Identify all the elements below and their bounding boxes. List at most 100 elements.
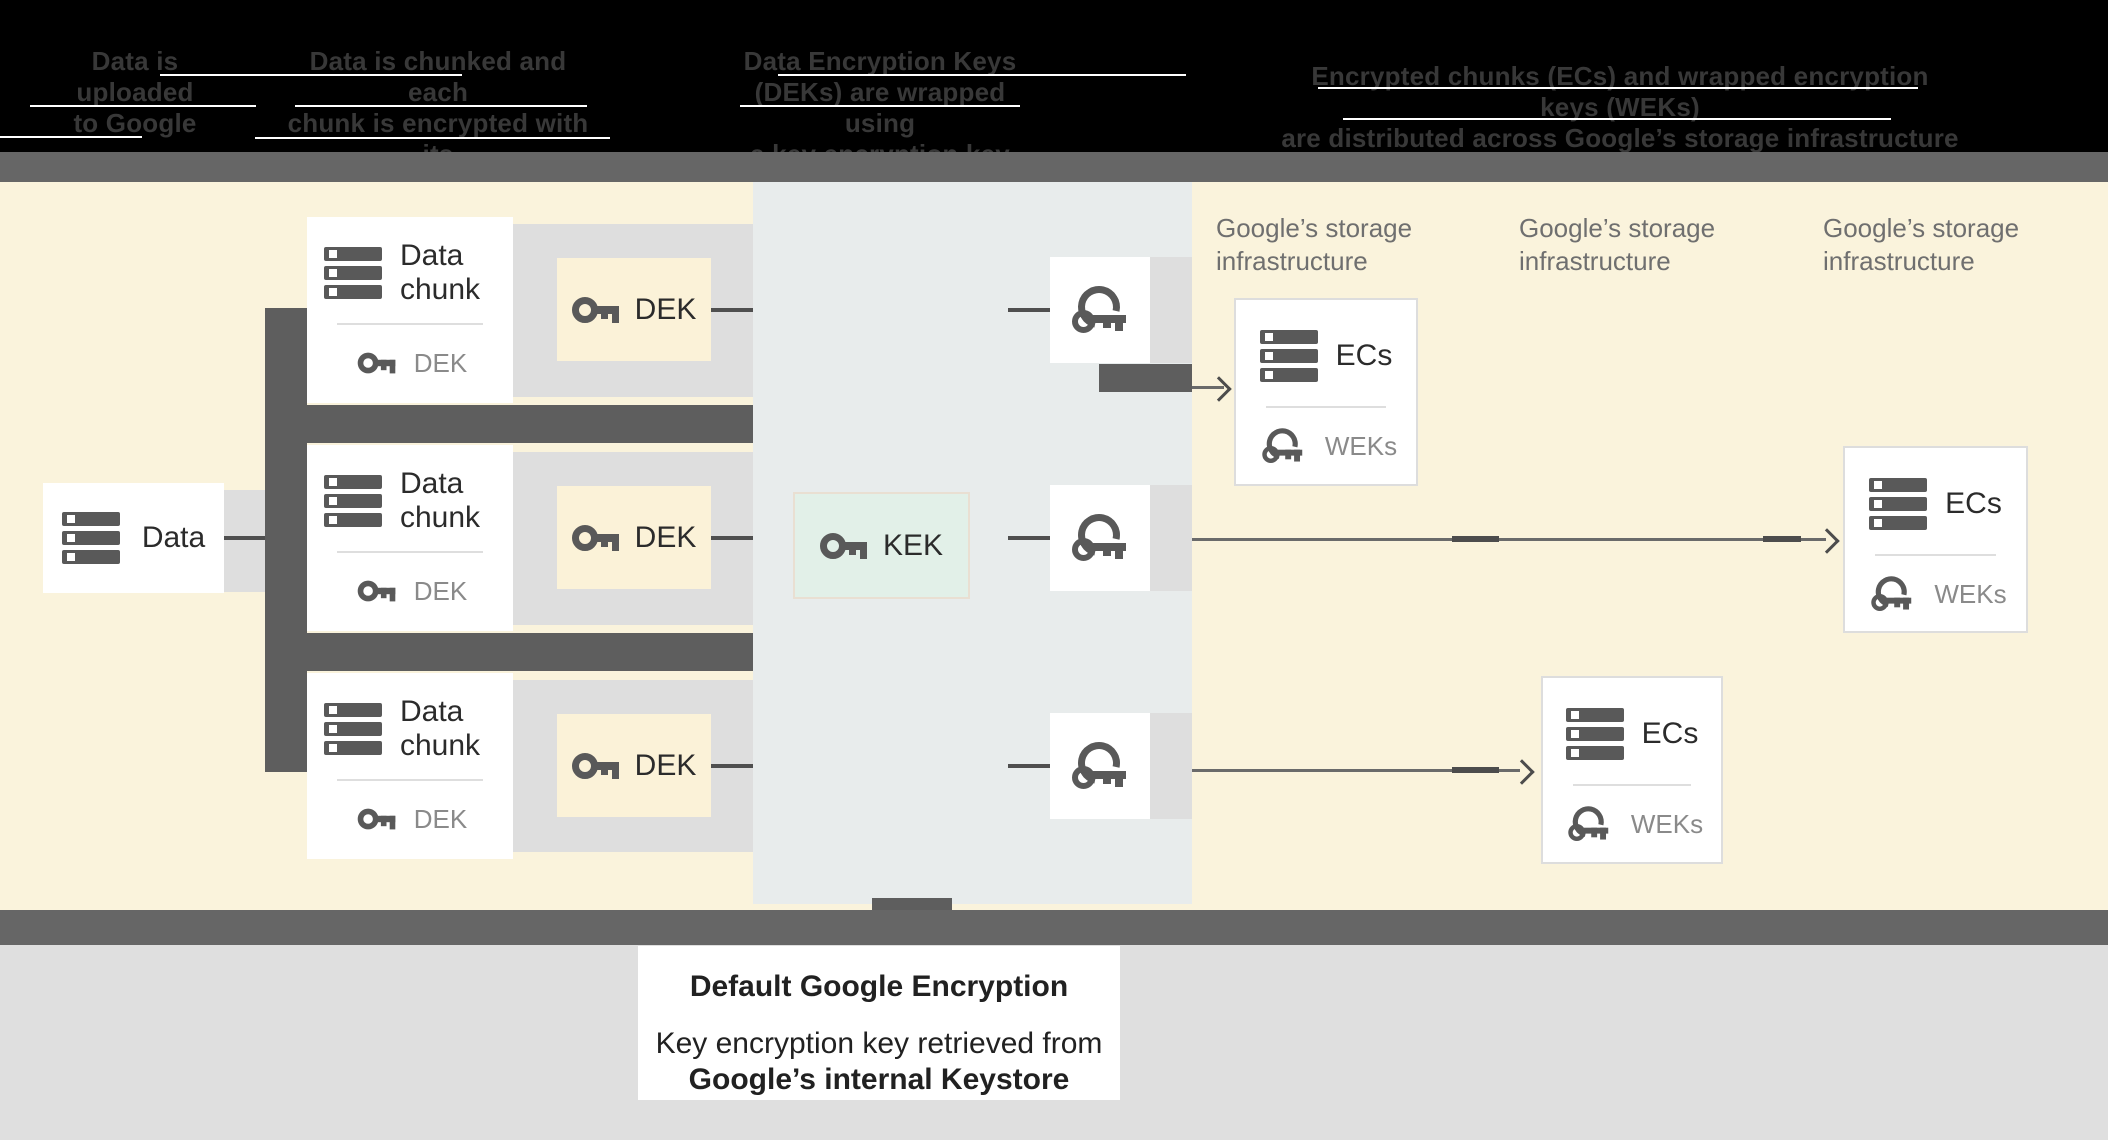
key-icon xyxy=(571,752,619,779)
storage-icon xyxy=(324,703,382,755)
chunk-dek-label: DEK xyxy=(413,347,468,378)
wrapped-key-icon xyxy=(1870,570,1914,614)
ecs-box-3: ECs WEKs xyxy=(1541,676,1723,864)
ecs-label: ECs xyxy=(1641,717,1699,750)
keybox-tail-1 xyxy=(1150,257,1192,363)
data-box-label: Data xyxy=(141,521,206,554)
storage-infrastructure-label-2: Google’s storage infrastructure xyxy=(1519,213,1716,276)
data-chunk-box-3: Data chunk DEK xyxy=(307,673,513,859)
wrapped-key-icon xyxy=(1070,734,1128,792)
divider xyxy=(337,551,483,553)
arrow-dash xyxy=(1763,536,1801,542)
arrow-dash xyxy=(1452,767,1499,773)
key-icon xyxy=(357,352,396,374)
connector-data-trunk xyxy=(224,536,265,540)
glitch-line xyxy=(255,137,610,139)
key-icon xyxy=(571,524,619,551)
chunk-title: Data chunk xyxy=(400,695,481,762)
separator-bar-top xyxy=(0,152,2108,182)
wrapped-key-icon xyxy=(1070,278,1128,336)
glitch-line xyxy=(295,105,587,107)
header-step-2-line: chunk is encrypted with its xyxy=(287,108,589,169)
glitch-line xyxy=(740,105,1020,107)
kek-box-label: KEK xyxy=(882,528,944,562)
header-step-4: Encrypted chunks (ECs) and wrapped encry… xyxy=(1280,61,1960,154)
weks-label: WEKs xyxy=(1934,578,2007,609)
kek-keystore-notch xyxy=(872,898,952,910)
ecs-box-2: ECs WEKs xyxy=(1843,446,2028,633)
connector-dek-panel-2 xyxy=(711,536,753,540)
glitch-line xyxy=(1343,118,1891,120)
arrowhead-icon xyxy=(1814,528,1840,554)
wrapped-key-icon xyxy=(1566,800,1610,844)
glitch-line xyxy=(30,105,256,107)
arrow-line-1 xyxy=(1192,386,1224,389)
dek-box-label: DEK xyxy=(634,520,697,554)
glitch-line xyxy=(160,74,462,76)
diagram-canvas: Data Data chunk DEK Data chunk DEK xyxy=(0,182,2108,910)
header-step-3-line: (DEKs) are wrapped using xyxy=(754,77,1006,138)
divider xyxy=(337,323,483,325)
data-chunk-box-1: Data chunk DEK xyxy=(307,217,513,403)
key-icon xyxy=(819,532,867,559)
wrap-key-box-1 xyxy=(1050,257,1150,363)
ecs-label: ECs xyxy=(1945,487,2002,520)
chunk-title: Data chunk xyxy=(400,467,481,534)
dek-box-3: DEK xyxy=(557,714,711,817)
header-step-4-line: Encrypted chunks (ECs) and wrapped encry… xyxy=(1311,61,1929,122)
caption-line-2: Google’s internal Keystore xyxy=(688,1063,1070,1096)
storage-icon xyxy=(61,512,120,564)
split-trunk xyxy=(265,308,307,772)
arrowhead-icon xyxy=(1206,376,1232,402)
glitch-line xyxy=(0,136,142,138)
ecs-box-1: ECs WEKs xyxy=(1234,298,1418,486)
wrapped-key-icon xyxy=(1070,506,1128,564)
dek-box-1: DEK xyxy=(557,258,711,361)
connector-panel-keybox-2 xyxy=(1008,536,1050,540)
storage-icon xyxy=(1565,708,1624,760)
keybox-tail-3 xyxy=(1150,713,1192,819)
caption-line-1: Key encryption key retrieved from xyxy=(655,1027,1103,1060)
chunk-dek-label: DEK xyxy=(413,803,468,834)
header-step-2-line: Data is chunked and each xyxy=(309,46,567,107)
wrap-key-box-3 xyxy=(1050,713,1150,819)
storage-infrastructure-label-3: Google’s storage infrastructure xyxy=(1823,213,2020,276)
divider xyxy=(1266,406,1386,408)
ecs-label: ECs xyxy=(1335,339,1393,372)
connector-panel-keybox-1 xyxy=(1008,308,1050,312)
arrowhead-icon xyxy=(1509,759,1535,785)
glitch-line xyxy=(778,74,1186,76)
divider xyxy=(1573,784,1691,786)
connector-panel-keybox-3 xyxy=(1008,764,1050,768)
header-step-3-line: Data Encryption Keys xyxy=(743,46,1017,76)
header-step-1-line: Data is xyxy=(91,46,179,76)
weks-label: WEKs xyxy=(1630,808,1704,839)
chunk-title: Data chunk xyxy=(400,239,481,306)
arrow-line-2 xyxy=(1192,538,1826,541)
chunk-dek-label: DEK xyxy=(413,575,468,606)
keybox-tail-2 xyxy=(1150,485,1192,591)
caption-title: Default Google Encryption xyxy=(689,970,1069,1003)
dek-box-2: DEK xyxy=(557,486,711,589)
storage-icon xyxy=(1259,330,1318,382)
weks-label: WEKs xyxy=(1324,430,1398,461)
wrapped-key-icon xyxy=(1260,422,1304,466)
data-chunk-box-2: Data chunk DEK xyxy=(307,445,513,631)
storage-icon xyxy=(324,247,382,299)
connector-dek-panel-1 xyxy=(711,308,753,312)
divider xyxy=(337,779,483,781)
header-banner: Data is uploaded to Google Data is chunk… xyxy=(0,0,2108,231)
header-step-1-line: to Google xyxy=(73,108,197,138)
dek-box-label: DEK xyxy=(634,748,697,782)
kek-box: KEK xyxy=(793,492,970,599)
connector-dek-panel-3 xyxy=(711,764,753,768)
data-box: Data xyxy=(43,483,224,593)
dark-band-2 xyxy=(265,633,753,671)
header-step-1: Data is uploaded to Google xyxy=(20,46,250,139)
arrow-dash xyxy=(1452,536,1499,542)
wrap-key-box-2 xyxy=(1050,485,1150,591)
dek-box-label: DEK xyxy=(634,292,697,326)
header-step-4-line: are distributed across Google’s storage … xyxy=(1281,123,1959,153)
wrapped-key-flow-bar xyxy=(1099,364,1192,392)
